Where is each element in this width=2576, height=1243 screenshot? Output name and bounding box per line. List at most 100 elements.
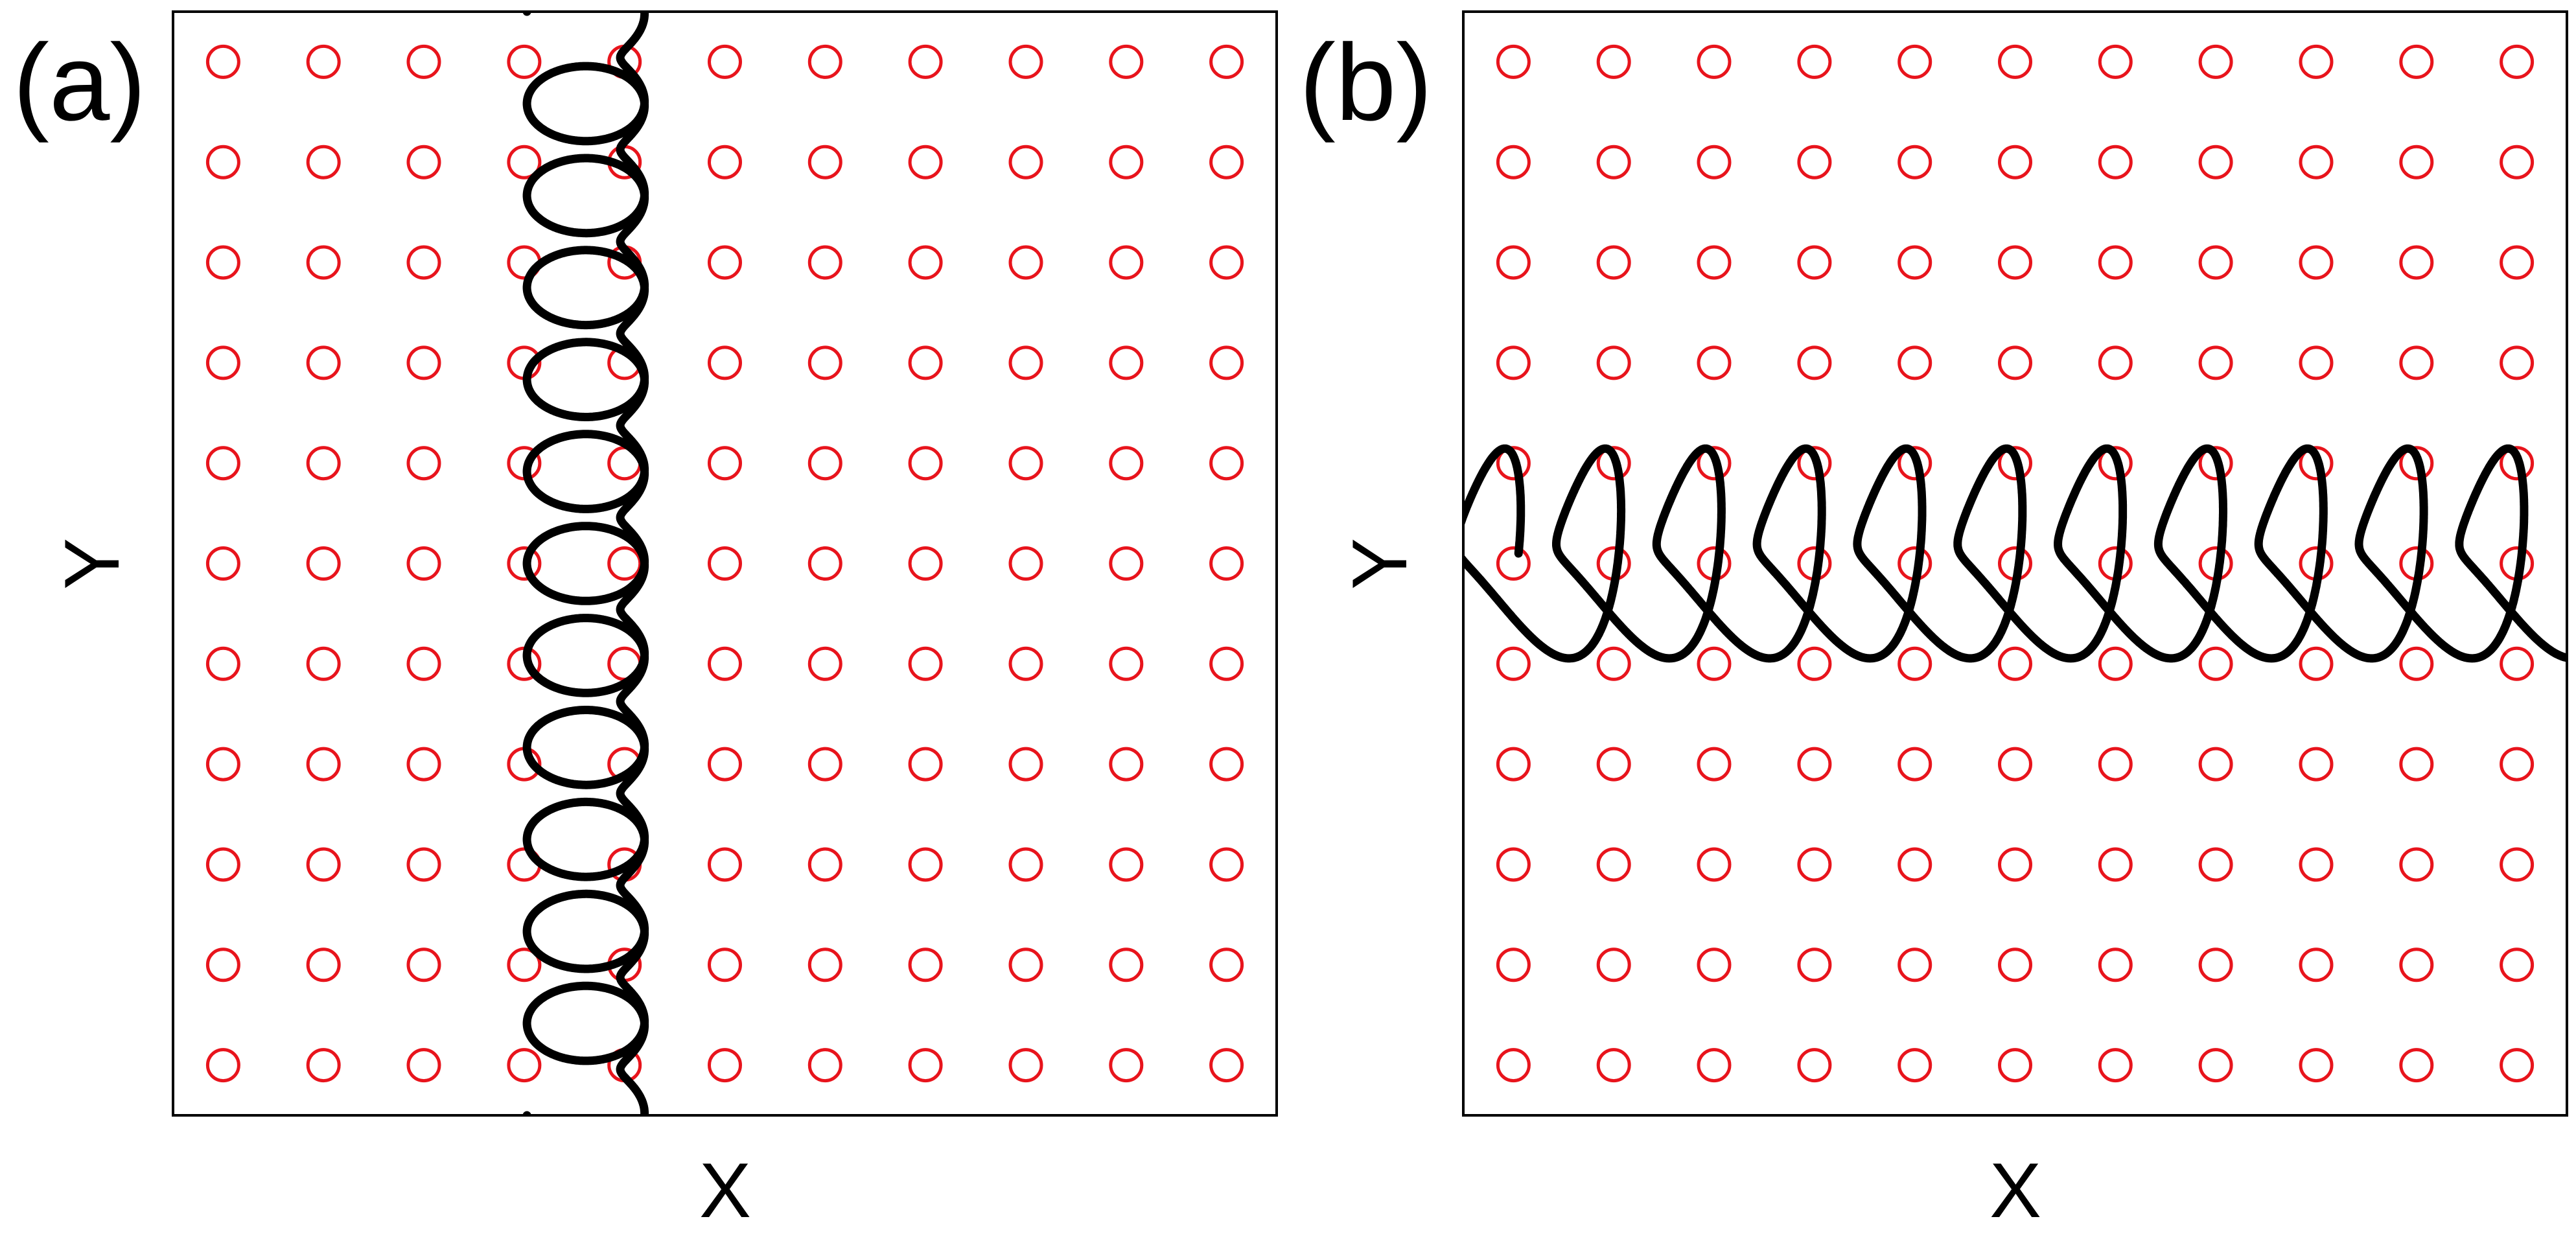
lattice-site xyxy=(2399,345,2434,380)
lattice-site xyxy=(1596,847,1631,882)
lattice-site xyxy=(708,646,742,681)
lattice-site xyxy=(1998,245,2032,280)
lattice-site xyxy=(1496,546,1531,581)
lattice-site xyxy=(406,245,441,280)
lattice-site xyxy=(1008,546,1043,581)
lattice-site xyxy=(507,1048,542,1083)
lattice-site xyxy=(2299,947,2334,982)
lattice-site xyxy=(1797,245,1832,280)
lattice-site xyxy=(1697,947,1732,982)
lattice-site xyxy=(1008,847,1043,882)
lattice-site xyxy=(1596,646,1631,681)
lattice-site xyxy=(306,345,341,380)
lattice-site xyxy=(1998,847,2032,882)
lattice-site xyxy=(2399,1048,2434,1083)
lattice-site xyxy=(708,245,742,280)
lattice-site xyxy=(1209,446,1244,481)
lattice-site xyxy=(1897,44,1932,79)
lattice-site xyxy=(1897,345,1932,380)
lattice-site xyxy=(2198,947,2233,982)
lattice-site xyxy=(2500,345,2535,380)
lattice-site xyxy=(1998,145,2032,180)
lattice-site xyxy=(406,847,441,882)
lattice-site xyxy=(205,847,240,882)
lattice-site xyxy=(807,747,842,782)
lattice-site xyxy=(1797,44,1832,79)
panel-label-a: (a) xyxy=(13,21,146,143)
lattice-site xyxy=(708,947,742,982)
trajectory-a xyxy=(522,12,649,1115)
lattice-site xyxy=(1596,44,1631,79)
lattice-site xyxy=(205,145,240,180)
lattice-site xyxy=(1998,947,2032,982)
lattice-site xyxy=(1897,446,1932,481)
lattice-site xyxy=(708,1048,742,1083)
lattice-site xyxy=(908,446,943,481)
panel-label-b: (b) xyxy=(1299,21,1432,143)
lattice-b xyxy=(1496,44,2535,1083)
lattice-site xyxy=(1496,245,1531,280)
lattice-site xyxy=(205,546,240,581)
lattice-site xyxy=(2098,345,2133,380)
y-axis-label-a: Y xyxy=(49,538,135,590)
lattice-site xyxy=(2500,446,2535,481)
lattice-site xyxy=(306,747,341,782)
lattice-site xyxy=(1998,1048,2032,1083)
lattice-site xyxy=(205,44,240,79)
lattice-site xyxy=(406,145,441,180)
lattice-site xyxy=(1496,446,1531,481)
lattice-site xyxy=(1008,646,1043,681)
trajectory-b xyxy=(1463,444,2567,663)
lattice-site xyxy=(1697,345,1732,380)
lattice-site xyxy=(1797,345,1832,380)
lattice-site xyxy=(2399,947,2434,982)
lattice-site xyxy=(1596,345,1631,380)
lattice-site xyxy=(908,345,943,380)
lattice-site xyxy=(1008,747,1043,782)
lattice-site xyxy=(1596,747,1631,782)
plot-frame-a xyxy=(172,10,1278,1117)
lattice-site xyxy=(2098,646,2133,681)
lattice-site xyxy=(1109,145,1144,180)
lattice-site xyxy=(2299,145,2334,180)
lattice-site xyxy=(1797,145,1832,180)
lattice-site xyxy=(1496,646,1531,681)
lattice-site xyxy=(1697,1048,1732,1083)
lattice-site xyxy=(2299,1048,2334,1083)
lattice-site xyxy=(708,145,742,180)
lattice-site xyxy=(507,546,542,581)
lattice-site xyxy=(1998,747,2032,782)
lattice-site xyxy=(1209,847,1244,882)
lattice-site xyxy=(205,747,240,782)
lattice-site xyxy=(1897,245,1932,280)
lattice-site xyxy=(1109,546,1144,581)
lattice-site xyxy=(1496,847,1531,882)
lattice-site xyxy=(807,546,842,581)
lattice-site xyxy=(908,44,943,79)
y-axis-label-b: Y xyxy=(1336,538,1423,590)
lattice-site xyxy=(1697,145,1732,180)
lattice-site xyxy=(1209,245,1244,280)
lattice-site xyxy=(406,1048,441,1083)
lattice-site xyxy=(2299,345,2334,380)
lattice-site xyxy=(807,345,842,380)
lattice-site xyxy=(1797,847,1832,882)
lattice-site xyxy=(306,245,341,280)
lattice-site xyxy=(908,245,943,280)
lattice-site xyxy=(1209,1048,1244,1083)
lattice-site xyxy=(306,847,341,882)
lattice-site xyxy=(908,145,943,180)
lattice-site xyxy=(1209,145,1244,180)
x-axis-label-a: X xyxy=(699,1147,751,1234)
lattice-site xyxy=(1496,345,1531,380)
lattice-site xyxy=(2500,646,2535,681)
lattice-site xyxy=(2299,245,2334,280)
lattice-site xyxy=(1897,646,1932,681)
lattice-site xyxy=(306,44,341,79)
lattice-site xyxy=(507,947,542,982)
lattice-site xyxy=(2399,145,2434,180)
lattice-site xyxy=(1496,947,1531,982)
lattice-site xyxy=(1596,446,1631,481)
lattice-site xyxy=(2500,847,2535,882)
